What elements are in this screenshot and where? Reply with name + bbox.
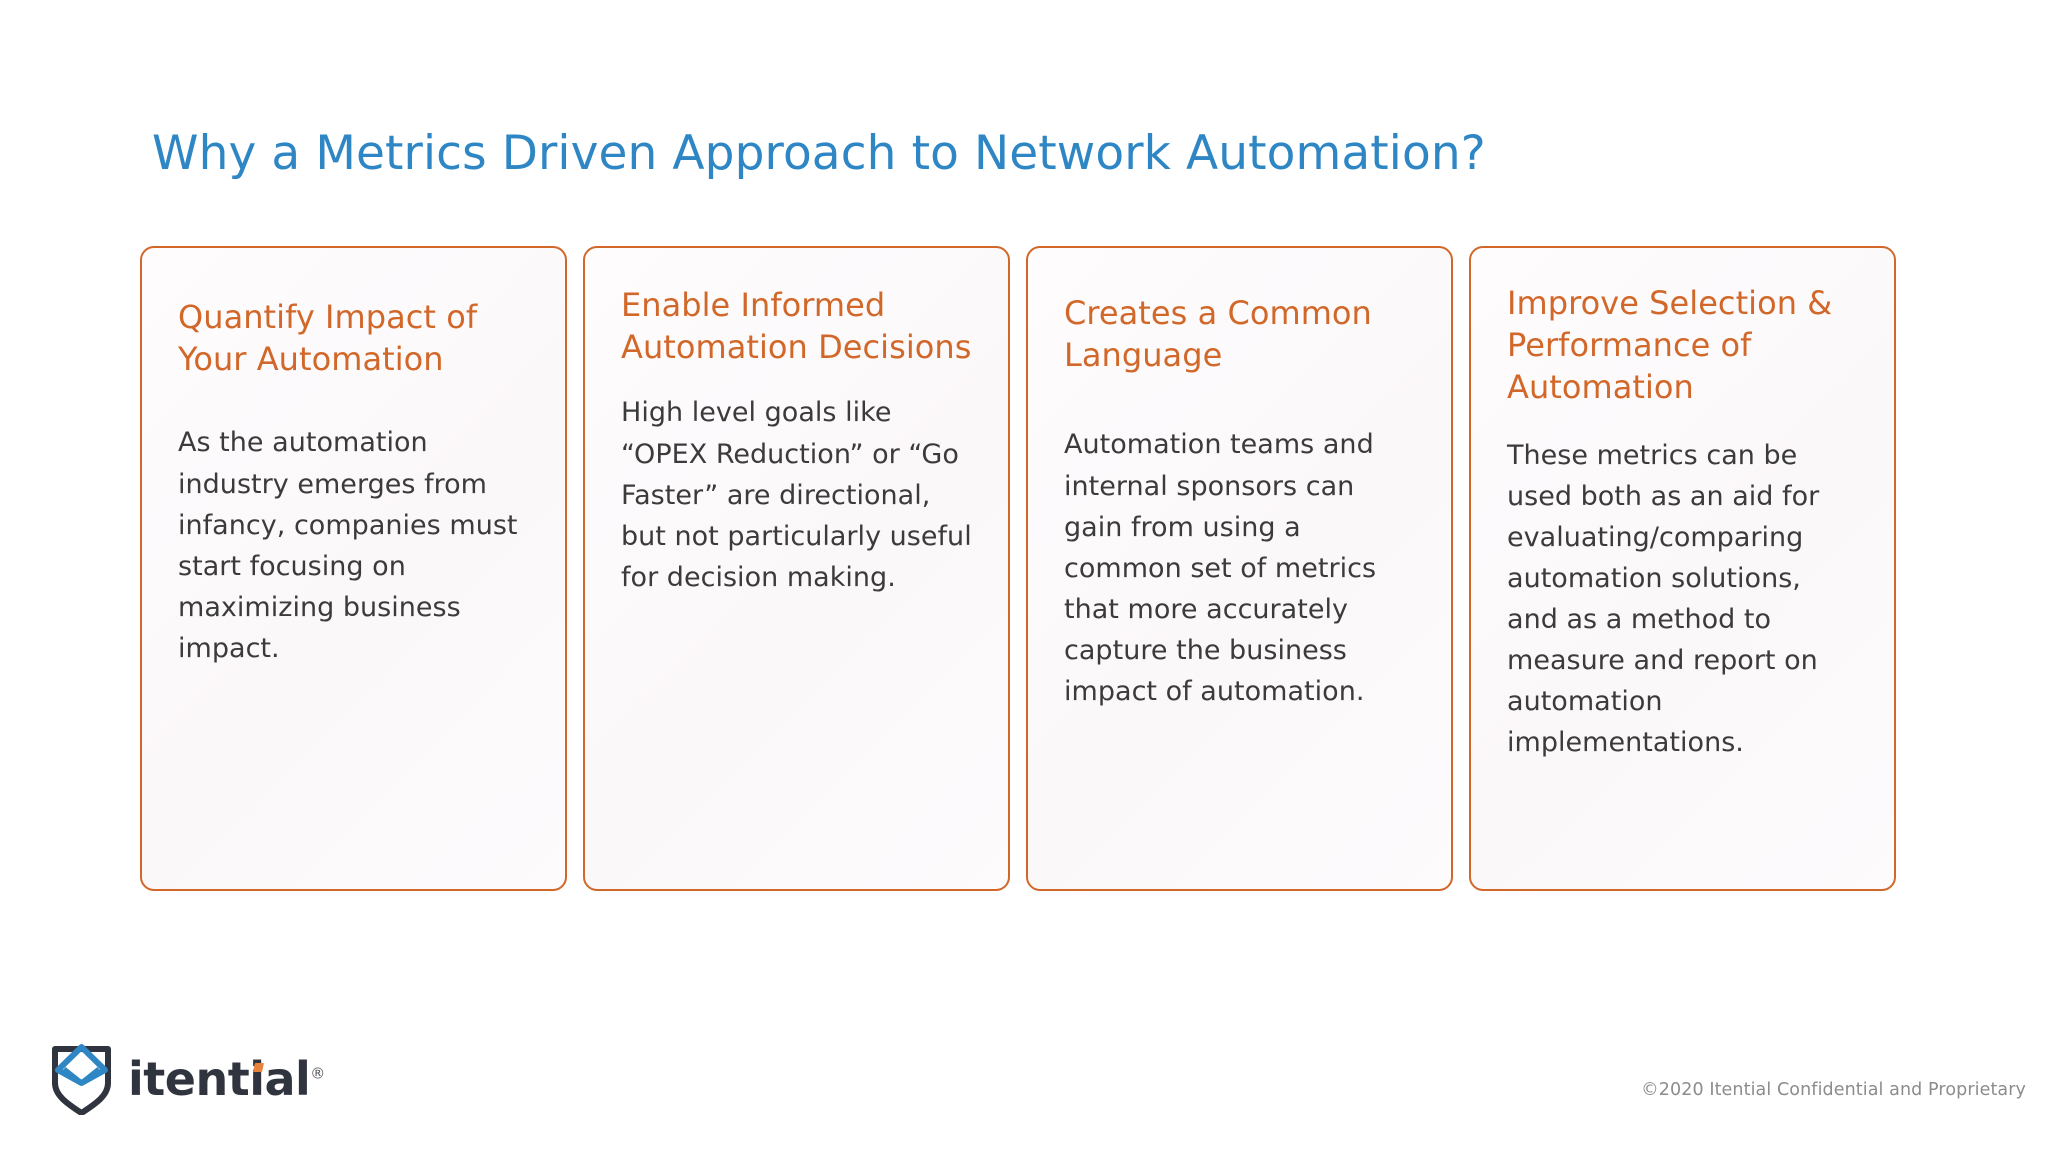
card-body: These metrics can be used both as an aid… <box>1507 439 1820 758</box>
card-enable-informed-decisions: Enable Informed Automation Decisions Hig… <box>583 246 1010 891</box>
card-quantify-impact: Quantify Impact of Your Automation As th… <box>140 246 567 891</box>
itential-accent-dot-icon <box>253 1063 264 1072</box>
card-heading: Quantify Impact of Your Automation <box>178 298 478 379</box>
itential-wordmark-text: itential <box>128 1052 311 1106</box>
itential-wordmark: itential® <box>128 1056 325 1102</box>
card-body: As the automation industry emerges from … <box>178 427 518 664</box>
card-heading: Enable Informed Automation Decisions <box>621 286 972 367</box>
card-body: Automation teams and internal sponsors c… <box>1064 429 1377 707</box>
card-body: High level goals like “OPEX Reduction” o… <box>621 397 972 593</box>
itential-shield-icon <box>52 1044 111 1115</box>
card-heading: Creates a Common Language <box>1064 294 1372 375</box>
card-common-language: Creates a Common Language Automation tea… <box>1026 246 1453 891</box>
itential-logo: itential® <box>52 1040 325 1118</box>
copyright-notice: ©2020 Itential Confidential and Propriet… <box>1641 1080 2026 1100</box>
page-title: Why a Metrics Driven Approach to Network… <box>152 126 1486 181</box>
card-heading: Improve Selection & Performance of Autom… <box>1507 284 1833 407</box>
registered-trademark-icon: ® <box>310 1064 326 1083</box>
card-improve-selection-performance: Improve Selection & Performance of Autom… <box>1469 246 1896 891</box>
cards-row: Quantify Impact of Your Automation As th… <box>140 246 1896 891</box>
